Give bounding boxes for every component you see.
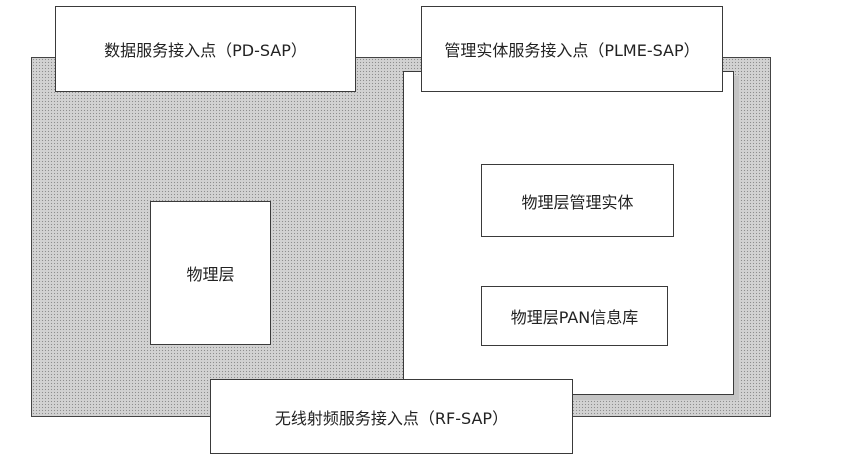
rf-sap-box: 无线射频服务接入点（RF-SAP）: [210, 379, 573, 454]
pd-sap-label: 数据服务接入点（PD-SAP）: [104, 41, 307, 60]
plme-sap-box: 管理实体服务接入点（PLME-SAP）: [421, 6, 723, 92]
pd-sap-box: 数据服务接入点（PD-SAP）: [55, 6, 356, 92]
pib-box: 物理层PAN信息库: [481, 286, 668, 346]
plme-sap-label: 管理实体服务接入点（PLME-SAP）: [444, 41, 700, 60]
pib-label: 物理层PAN信息库: [510, 308, 639, 327]
plme-box: 物理层管理实体: [481, 164, 674, 237]
rf-sap-label: 无线射频服务接入点（RF-SAP）: [274, 408, 509, 428]
phy-layer-label: 物理层: [186, 265, 235, 284]
plme-label: 物理层管理实体: [521, 192, 634, 212]
phy-layer-box: 物理层: [150, 201, 271, 345]
